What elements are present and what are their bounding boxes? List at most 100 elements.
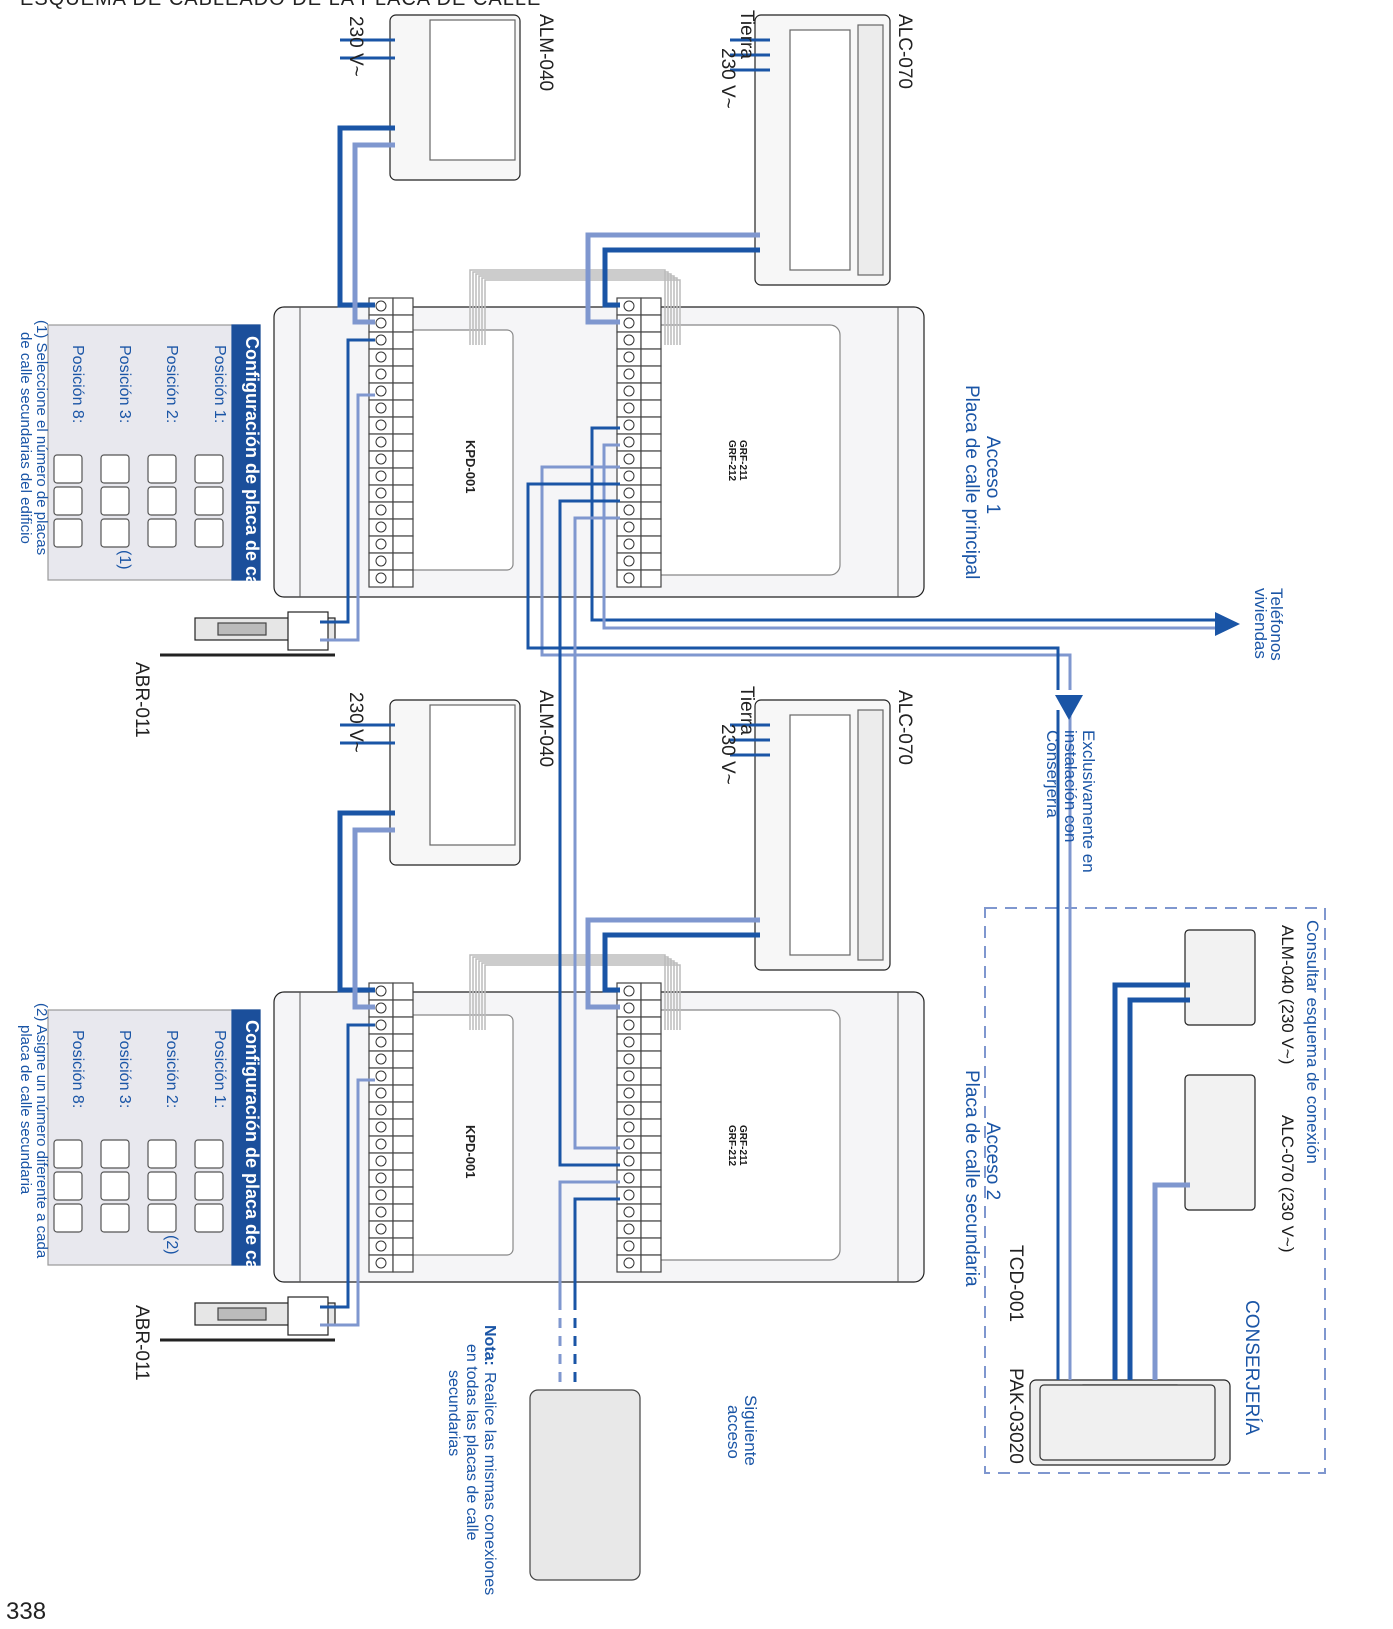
config-bottom-header bbox=[231, 1009, 261, 1266]
bottom-left-screw bbox=[375, 1121, 387, 1133]
bottom-right-terminal-label bbox=[640, 1220, 662, 1239]
config-top-row-4: Posición 8: bbox=[69, 345, 86, 424]
top-right-screw bbox=[623, 300, 635, 312]
bottom-left-terminal-label bbox=[392, 1016, 414, 1035]
config-top-digit-box bbox=[53, 486, 83, 516]
config-top-row-3-extra: (1) bbox=[116, 550, 133, 570]
consult-alm: ALM-040 (230 V~) bbox=[1278, 925, 1297, 1065]
bottom-left-terminal-label bbox=[392, 1033, 414, 1052]
top-left-screw bbox=[375, 487, 387, 499]
bottom-left-terminal-label bbox=[392, 1135, 414, 1154]
bottom-access-title: Acceso 2 bbox=[982, 1122, 1003, 1201]
top-right-terminal-label bbox=[640, 569, 662, 588]
top-module-name: KPD-001 bbox=[463, 440, 478, 494]
top-right-screw bbox=[623, 555, 635, 567]
bottom-alc-wire-neg bbox=[602, 932, 760, 993]
top-left-terminal-label bbox=[392, 348, 414, 367]
consult-line: Consultar esquema de conexión bbox=[1303, 920, 1322, 1164]
config-top-digit-box bbox=[53, 518, 83, 548]
bottom-right-terminal-label bbox=[640, 1169, 662, 1188]
top-left-terminal-label bbox=[392, 314, 414, 333]
config-top-digit-box bbox=[53, 454, 83, 484]
top-ribbon-cable bbox=[475, 273, 672, 345]
bottom-right-screw bbox=[623, 1087, 635, 1099]
top-right-screw bbox=[623, 504, 635, 516]
bottom-right-screw bbox=[623, 1053, 635, 1065]
config-top-digit-box bbox=[194, 454, 224, 484]
config-top-row-2: Posición 2: bbox=[163, 345, 180, 424]
top-alc-label: ALC-070 bbox=[894, 14, 915, 89]
top-right-terminal-label bbox=[640, 501, 662, 520]
bottom-right-screw bbox=[623, 1223, 635, 1235]
bottom-right-terminal-label bbox=[640, 1050, 662, 1069]
bus-access2-d3 bbox=[558, 499, 620, 1167]
config-bottom-digit-box bbox=[53, 1203, 83, 1233]
bus-conserjeria-2 bbox=[526, 482, 1060, 690]
config-bottom-digit-box bbox=[147, 1139, 177, 1169]
bottom-left-terminal-label bbox=[392, 1101, 414, 1120]
top-access-title: Acceso 1 bbox=[982, 436, 1003, 515]
bottom-right-terminal-label bbox=[640, 1101, 662, 1120]
top-lock-wire-1 bbox=[320, 338, 375, 624]
bottom-ribbon-cable bbox=[481, 962, 678, 1030]
bottom-right-screw bbox=[623, 1206, 635, 1218]
bottom-right-terminal-label bbox=[640, 1033, 662, 1052]
config-bottom-digit-box bbox=[194, 1171, 224, 1201]
bottom-left-screw bbox=[375, 1002, 387, 1014]
config-bottom-digit-box bbox=[100, 1139, 130, 1169]
config-bottom-row-1: Posición 1: bbox=[211, 1030, 228, 1109]
config-top-header bbox=[231, 324, 261, 581]
bottom-lock-terminals bbox=[287, 1296, 329, 1336]
bottom-left-screw bbox=[375, 1036, 387, 1048]
top-left-terminal-label bbox=[392, 535, 414, 554]
config-top-digit-box bbox=[194, 486, 224, 516]
config-top-row-3: Posición 3: bbox=[116, 345, 133, 424]
config-top-digit-box bbox=[100, 454, 130, 484]
bottom-left-terminal-label bbox=[392, 982, 414, 1001]
bottom-left-terminal-label bbox=[392, 1118, 414, 1137]
bottom-right-terminal-label bbox=[640, 1016, 662, 1035]
top-right-screw bbox=[623, 334, 635, 346]
config-bottom-digit-box bbox=[194, 1203, 224, 1233]
bottom-right-terminal-label bbox=[640, 1152, 662, 1171]
top-right-terminal-label bbox=[640, 297, 662, 316]
bottom-left-screw bbox=[375, 1104, 387, 1116]
top-left-screw bbox=[375, 436, 387, 448]
config-bottom-digit-box bbox=[194, 1139, 224, 1169]
consult-wire-3 bbox=[1152, 1182, 1190, 1380]
bus-d2 bbox=[602, 443, 1215, 630]
bottom-left-terminal-label bbox=[392, 1152, 414, 1171]
top-alc-wire-neg bbox=[602, 247, 760, 308]
bottom-alc-inner bbox=[789, 714, 851, 956]
top-right-terminal-label bbox=[640, 450, 662, 469]
bottom-alc-terminals bbox=[857, 709, 884, 961]
top-left-terminal-label bbox=[392, 501, 414, 520]
top-right-terminal-label bbox=[640, 365, 662, 384]
bottom-right-terminal-label bbox=[640, 999, 662, 1018]
top-right-terminal-label bbox=[640, 314, 662, 333]
conserjeria-note-2: instalación con bbox=[1061, 730, 1080, 843]
bottom-alm-voltage: 230 V~ bbox=[345, 692, 366, 753]
config-bottom-row-3: Posición 3: bbox=[116, 1030, 133, 1109]
top-left-terminal-label bbox=[392, 484, 414, 503]
top-left-screw bbox=[375, 470, 387, 482]
bottom-ribbon-cable bbox=[484, 964, 681, 1030]
top-right-terminal-label bbox=[640, 535, 662, 554]
bottom-lock-wire-1 bbox=[320, 1023, 375, 1309]
top-right-terminal-label bbox=[640, 552, 662, 571]
config-top-note-2: de calle secundarias del edificio bbox=[17, 332, 34, 544]
bottom-lock-label: ABR-011 bbox=[131, 1305, 152, 1381]
bottom-left-screw bbox=[375, 1206, 387, 1218]
page-title: ESQUEMA DE CABLEADO DE LA PLACA DE CALLE bbox=[20, 0, 541, 11]
top-right-screw bbox=[623, 436, 635, 448]
config-bottom-row-4: Posición 8: bbox=[69, 1030, 86, 1109]
telefonos-line-2: viviendas bbox=[1251, 588, 1270, 659]
config-bottom-title: Configuración de placa de calle bbox=[242, 1020, 262, 1291]
bottom-right-terminal-label bbox=[640, 1203, 662, 1222]
top-left-terminal-label bbox=[392, 467, 414, 486]
bottom-right-terminal-label bbox=[640, 1135, 662, 1154]
bottom-module-name: KPD-001 bbox=[463, 1125, 478, 1179]
bus-next-1 bbox=[558, 1180, 620, 1300]
conserjeria-note-1: Exclusivamente en bbox=[1079, 730, 1098, 873]
